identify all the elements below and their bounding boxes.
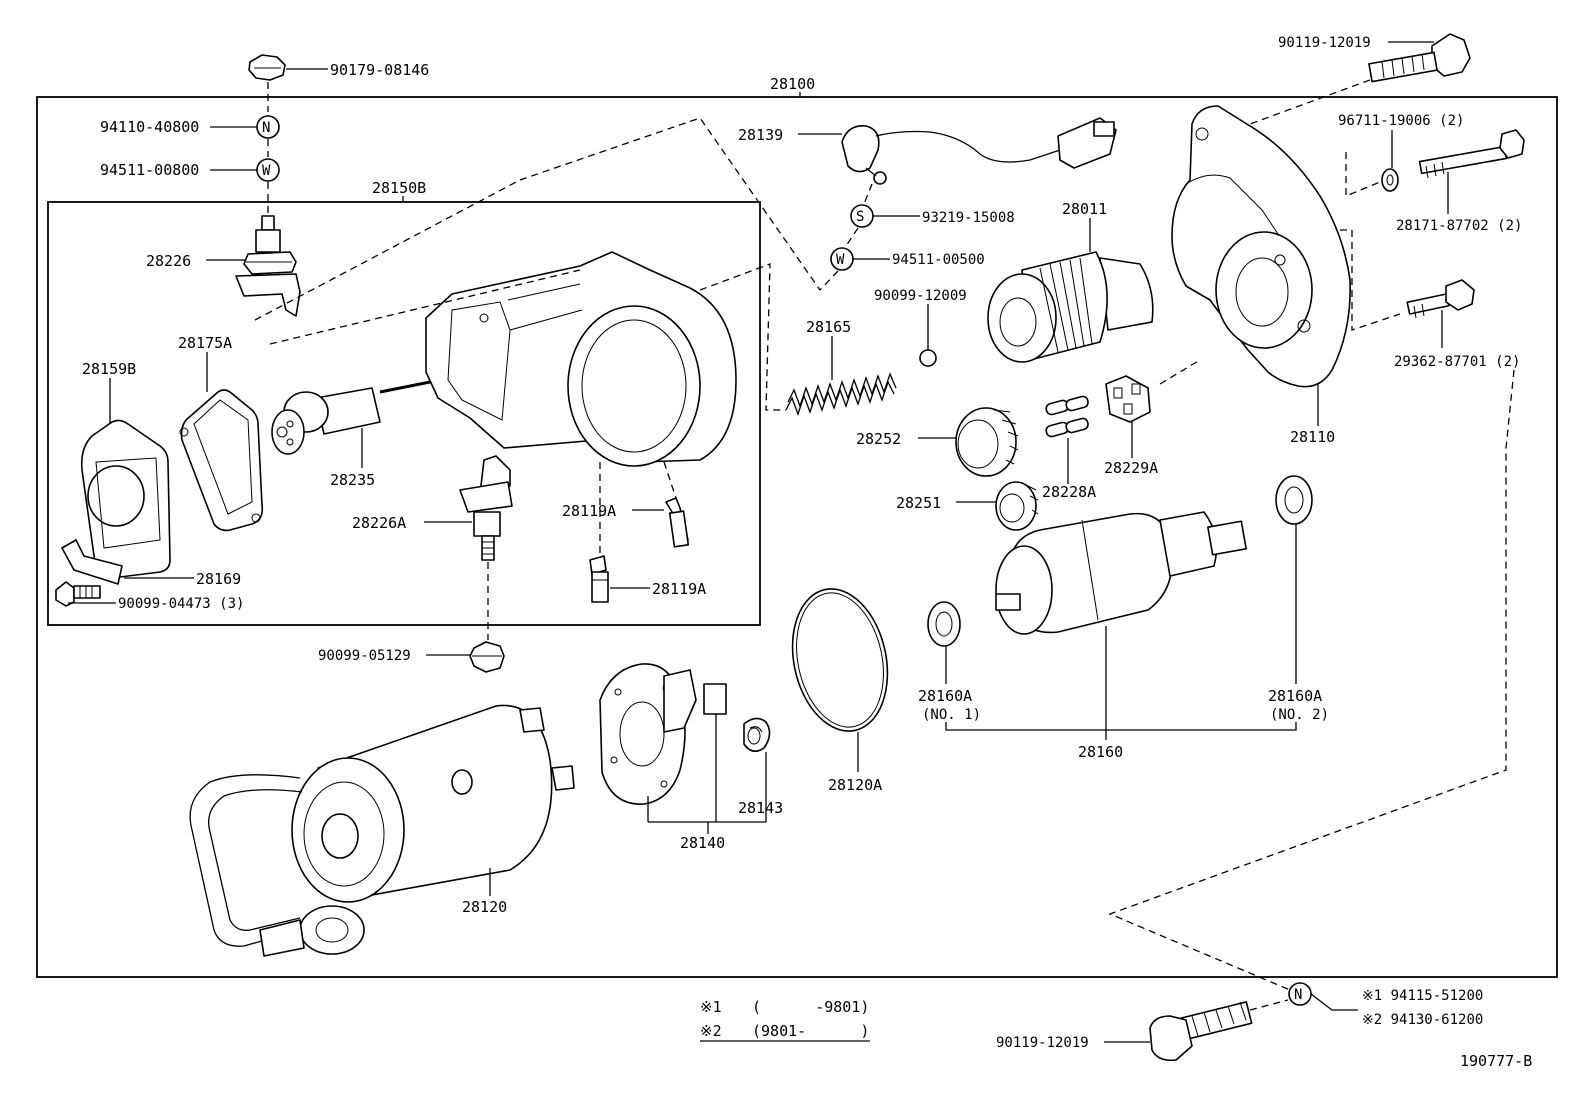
plunger-28235 (271, 380, 431, 455)
label-28100: 28100 (770, 75, 815, 93)
label-90179-08146: 90179-08146 (330, 61, 429, 79)
note-mark-1: ※1 (700, 998, 722, 1016)
armature-28160 (995, 511, 1247, 635)
bearing-28160A-no1 (927, 601, 961, 647)
nut-90099-05129 (469, 641, 505, 673)
bolt-90119-12019-top (1368, 33, 1471, 83)
label-28165: 28165 (806, 318, 851, 336)
label-28252: 28252 (856, 430, 901, 448)
note-range-2: (9801- ) (752, 1022, 869, 1040)
label-28143: 28143 (738, 799, 783, 817)
brush-holder-28140 (599, 663, 727, 805)
label-29362-87701: 29362-87701 (2) (1394, 354, 1520, 370)
label-28150B: 28150B (372, 179, 426, 197)
label-94110-40800: 94110-40800 (100, 118, 199, 136)
terminal-28226 (235, 215, 301, 317)
label-94511-00500: 94511-00500 (892, 252, 985, 268)
assembly-frame-28100 (36, 96, 1558, 978)
washer-letter-n-bottom: N (1294, 987, 1302, 1003)
label-90099-04473: 90099-04473 (3) (118, 596, 244, 612)
bolt-90119-12019-bottom (1149, 1001, 1253, 1062)
bolt-29362-87701 (1406, 279, 1475, 319)
label-28228A: 28228A (1042, 483, 1096, 501)
brush-28119A-lower (589, 555, 609, 603)
label-28159B: 28159B (82, 360, 136, 378)
label-28175A: 28175A (178, 334, 232, 352)
label-28226A: 28226A (352, 514, 406, 532)
washer-letter-n-top: N (262, 120, 270, 136)
label-28119A-lower: 28119A (652, 580, 706, 598)
terminal-28226A (459, 455, 513, 561)
gear-28251 (995, 481, 1039, 531)
note-part-2: ※2 94130-61200 (1362, 1012, 1483, 1028)
assembly-frame-28150B (47, 201, 761, 626)
note-range-1: ( -9801) (752, 998, 869, 1016)
solenoid-housing (425, 251, 737, 467)
retainer-28229A (1105, 375, 1151, 423)
label-28160A-no2: 28160A (1268, 687, 1322, 705)
lead-wire-28139 (841, 117, 1117, 185)
label-28120A: 28120A (828, 776, 882, 794)
label-90099-12009: 90099-12009 (874, 288, 967, 304)
label-90119-12019-bottom: 90119-12019 (996, 1035, 1089, 1051)
label-96711-19006: 96711-19006 (2) (1338, 113, 1464, 129)
brush-28119A-upper (665, 497, 690, 548)
clutch-28011 (987, 251, 1154, 363)
label-28110: 28110 (1290, 428, 1335, 446)
housing-28110 (1171, 105, 1351, 388)
diagram-id: 190777-B (1460, 1052, 1532, 1070)
rollers-28228A (1045, 395, 1089, 438)
bearing-28160A-no2 (1275, 475, 1313, 525)
label-90119-12019-top: 90119-12019 (1278, 35, 1371, 51)
spring-28165 (785, 372, 897, 416)
gear-28252 (955, 407, 1019, 477)
label-28160A-no2-note: (NO. 2) (1270, 707, 1329, 723)
o-ring-28120A (791, 588, 889, 732)
label-28011: 28011 (1062, 200, 1107, 218)
label-28169: 28169 (196, 570, 241, 588)
label-94511-00800: 94511-00800 (100, 161, 199, 179)
motor-yoke-28120 (189, 704, 575, 957)
bolt-90099-04473 (55, 581, 101, 607)
spring-28143 (743, 717, 771, 752)
label-90099-05129: 90099-05129 (318, 648, 411, 664)
note-mark-2: ※2 (700, 1022, 722, 1040)
label-28160A-no1-note: (NO. 1) (922, 707, 981, 723)
label-28226: 28226 (146, 252, 191, 270)
label-28120: 28120 (462, 898, 507, 916)
label-28119A-upper: 28119A (562, 502, 616, 520)
gasket-28175A (179, 389, 264, 532)
note-part-1: ※1 94115-51200 (1362, 988, 1483, 1004)
washer-letter-s-mid: S (856, 209, 864, 225)
washer-letter-w-mid: W (836, 252, 845, 268)
ball-90099-12009 (919, 349, 937, 367)
bolt-28171-87702 (1418, 129, 1525, 179)
washer-96711-19006 (1381, 168, 1399, 192)
label-28171-87702: 28171-87702 (2) (1396, 218, 1522, 234)
nut-90179-08146 (248, 54, 286, 81)
label-28160A-no1: 28160A (918, 687, 972, 705)
label-28139: 28139 (738, 126, 783, 144)
label-28160: 28160 (1078, 743, 1123, 761)
label-28140: 28140 (680, 834, 725, 852)
label-28251: 28251 (896, 494, 941, 512)
label-28229A: 28229A (1104, 459, 1158, 477)
cover-28159B (61, 419, 171, 585)
label-93219-15008: 93219-15008 (922, 210, 1015, 226)
washer-letter-w-top: W (262, 163, 271, 179)
label-28235: 28235 (330, 471, 375, 489)
